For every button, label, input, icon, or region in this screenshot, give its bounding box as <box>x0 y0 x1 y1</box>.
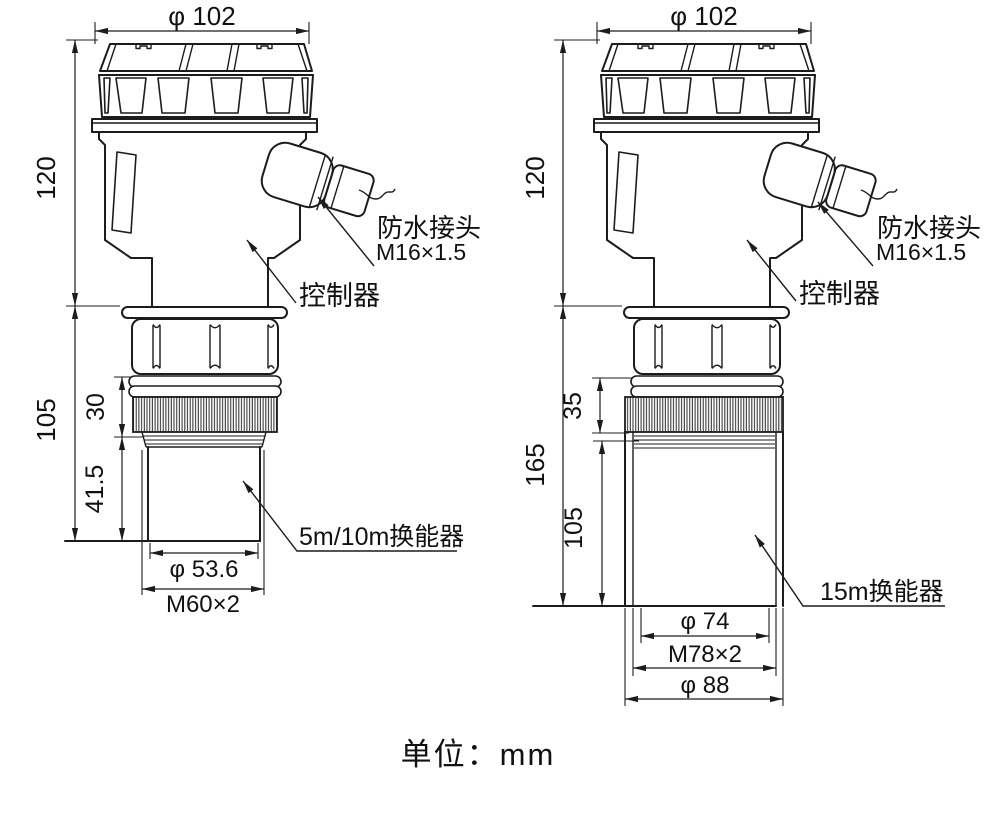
callout-transducer: 15m换能器 <box>754 534 945 607</box>
knurl-ring <box>132 396 278 433</box>
thread-section <box>141 431 267 448</box>
dim-label-controller-height: 120 <box>520 156 550 199</box>
dim-label-horn-height: 105 <box>560 507 588 549</box>
dim-controller-height: 120 <box>31 39 120 307</box>
callout-gland: 防水接头 M16×1.5 <box>817 201 981 267</box>
callout-transducer: 5m/10m换能器 <box>242 480 464 552</box>
dim-label-horn-diameter: φ 53.6 <box>170 556 239 583</box>
dim-lower-height: 105 <box>31 306 79 541</box>
label-gland-thread: M16×1.5 <box>376 239 466 265</box>
left-device: φ 102 120 105 30 41.5 φ 53.6 <box>31 1 481 618</box>
dim-mount-thread: M78×2 <box>632 608 777 676</box>
dim-horn-height: 41.5 <box>81 437 126 541</box>
unit-note: 单位：mm <box>401 737 556 772</box>
dim-label-mount-thread: M60×2 <box>166 591 240 618</box>
label-controller: 控制器 <box>799 279 880 309</box>
dim-label-controller-height: 120 <box>31 156 61 199</box>
dim-label-lock-ring-height: 35 <box>559 392 587 420</box>
label-controller: 控制器 <box>299 281 380 311</box>
dim-label-mount-thread: M78×2 <box>668 641 742 668</box>
dim-label-outer-diameter: φ 88 <box>681 672 730 699</box>
dim-horn-diameter: φ 74 <box>640 608 770 643</box>
callout-controller: 控制器 <box>246 239 380 311</box>
dim-outer-diameter: φ 88 <box>624 608 784 706</box>
callout-controller: 控制器 <box>746 239 880 309</box>
label-transducer: 5m/10m换能器 <box>299 523 464 551</box>
dim-label-head-diameter: φ 102 <box>670 1 737 31</box>
knurl-ring <box>624 396 784 433</box>
dim-label-lock-ring-height: 30 <box>82 393 110 421</box>
dim-mount-thread: M60×2 <box>141 450 265 618</box>
device-top-assembly <box>593 43 898 398</box>
label-transducer: 15m换能器 <box>820 578 944 606</box>
transducer-horn <box>64 446 261 542</box>
label-gland: 防水接头 <box>877 213 981 243</box>
dim-lock-ring-height: 35 <box>559 377 633 434</box>
dim-label-lower-height: 165 <box>520 443 550 486</box>
dim-label-horn-diameter: φ 74 <box>681 608 730 635</box>
device-top-assembly <box>91 43 396 398</box>
dim-label-head-diameter: φ 102 <box>168 1 235 31</box>
callout-gland: 防水接头 M16×1.5 <box>317 196 481 267</box>
dim-horn-height: 105 <box>560 440 639 606</box>
dim-head-diameter: φ 102 <box>596 1 812 44</box>
dim-label-lower-height: 105 <box>31 398 61 441</box>
dim-head-diameter: φ 102 <box>94 1 310 44</box>
label-gland-thread: M16×1.5 <box>876 239 966 265</box>
dim-lower-height: 165 <box>520 306 567 606</box>
right-device: φ 102 120 165 35 105 φ 74 <box>520 1 981 706</box>
dim-label-horn-height: 41.5 <box>81 465 109 514</box>
label-gland: 防水接头 <box>377 213 481 243</box>
dim-horn-diameter: φ 53.6 <box>149 543 259 583</box>
transducer-horn <box>532 431 784 607</box>
